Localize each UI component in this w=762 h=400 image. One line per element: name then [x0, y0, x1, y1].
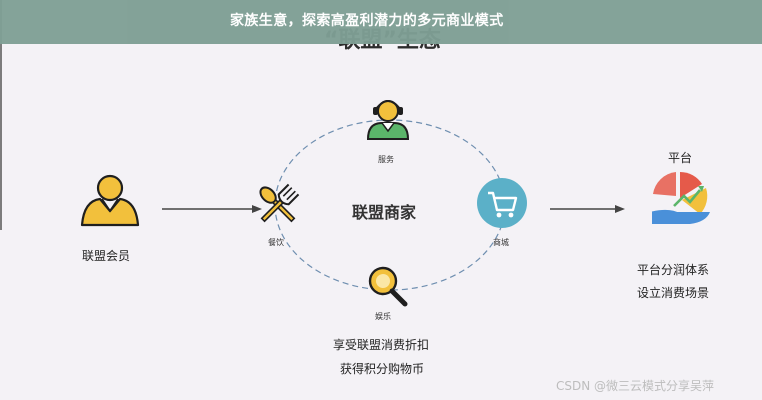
title-banner: 家族生意，探索高盈利潜力的多元商业模式 [0, 0, 762, 44]
dining-label: 餐饮 [268, 238, 284, 247]
dining-utensils-icon [259, 183, 300, 223]
service-headset-icon [366, 100, 410, 140]
platform-chart-icon [651, 171, 710, 224]
platform-line1: 平台分润体系 [637, 263, 710, 277]
mall-cart-icon [477, 178, 527, 228]
benefits-line2: 获得积分购物币 [340, 362, 425, 376]
entertainment-label: 娱乐 [375, 312, 391, 321]
member-person-icon [80, 174, 140, 227]
banner-title: 家族生意，探索高盈利潜力的多元商业模式 [230, 13, 504, 29]
arrow-ring-to-platform [550, 205, 625, 213]
mall-label: 商城 [493, 238, 509, 247]
platform-title: 平台 [668, 151, 693, 165]
platform-line2: 设立消费场景 [637, 286, 710, 300]
center-merchant-label: 联盟商家 [352, 203, 417, 222]
entertainment-magnifier-icon [368, 266, 408, 307]
member-label: 联盟会员 [82, 249, 131, 263]
service-label: 服务 [378, 155, 394, 164]
benefits-line1: 享受联盟消费折扣 [333, 338, 430, 352]
left-edge-strip [0, 0, 2, 230]
csdn-watermark: CSDN @微三云模式分享吴萍 [556, 379, 715, 393]
arrow-member-to-ring [162, 205, 262, 213]
